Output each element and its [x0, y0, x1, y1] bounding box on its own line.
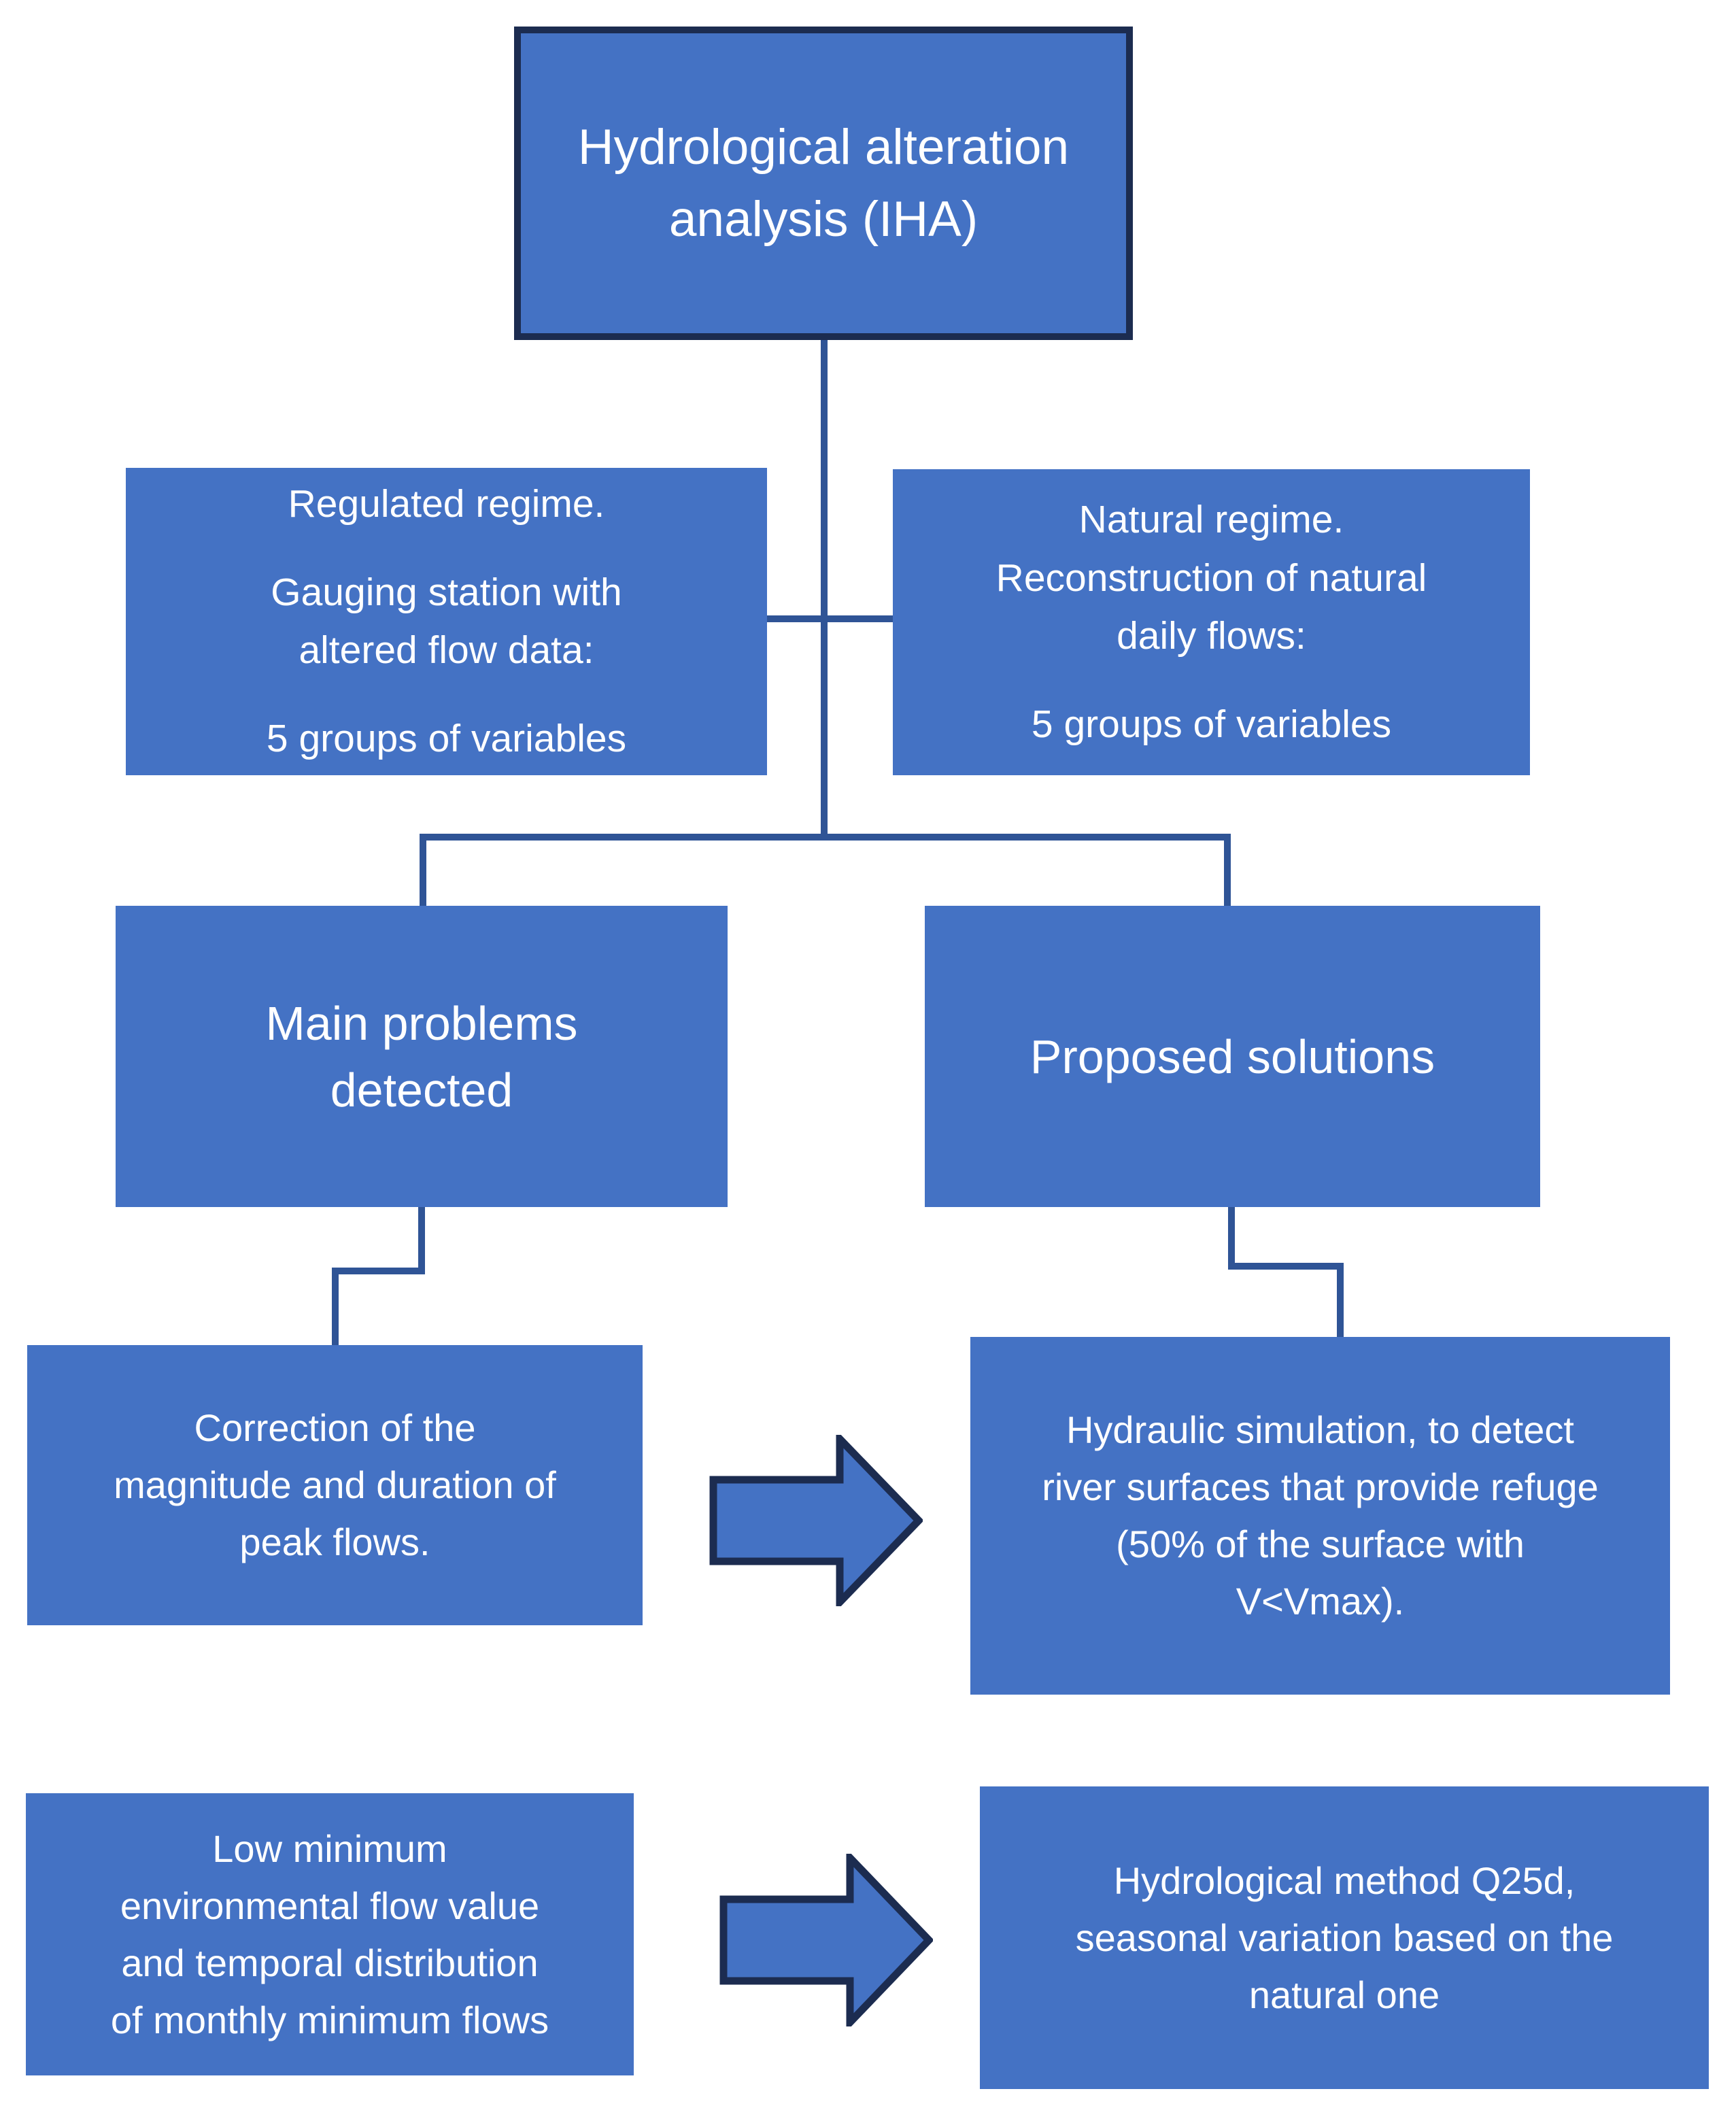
- arrow-right-icon: [709, 1435, 923, 1606]
- connector-branch-right-vertical: [1224, 834, 1231, 906]
- box-hydrological-analysis: Hydrological alteration analysis (IHA): [514, 27, 1133, 340]
- box-natural-regime: Natural regime. Reconstruction of natura…: [893, 469, 1530, 775]
- regulated-regime-p2: Gauging station with altered flow data:: [271, 570, 622, 673]
- box-hydraulic-simulation: Hydraulic simulation, to detect river su…: [970, 1337, 1670, 1695]
- box-main-problems: Main problems detected: [116, 906, 728, 1207]
- connector-branch-left-vertical: [420, 834, 426, 906]
- natural-regime-p1: Natural regime. Reconstruction of natura…: [995, 498, 1427, 658]
- box-hydrological-analysis-text: Hydrological alteration analysis (IHA): [577, 119, 1070, 247]
- arrow-right-icon: [719, 1854, 933, 2026]
- box-hydrological-method: Hydrological method Q25d, seasonal varia…: [980, 1786, 1709, 2089]
- main-problems-text: Main problems detected: [265, 996, 578, 1117]
- box-correction-peak-flows: Correction of the magnitude and duration…: [27, 1345, 643, 1625]
- correction-peak-flows-text: Correction of the magnitude and duration…: [114, 1406, 556, 1563]
- low-minimum-flow-text: Low minimum environmental flow value and…: [110, 1827, 549, 2041]
- hydraulic-simulation-text: Hydraulic simulation, to detect river su…: [1042, 1408, 1599, 1623]
- connector-elbow-left-horizontal: [332, 1268, 425, 1274]
- proposed-solutions-text: Proposed solutions: [1029, 1030, 1435, 1083]
- box-low-minimum-flow: Low minimum environmental flow value and…: [26, 1793, 634, 2075]
- regulated-regime-p3: 5 groups of variables: [266, 716, 627, 760]
- natural-regime-p2: 5 groups of variables: [1031, 702, 1392, 746]
- connector-branch-horizontal: [420, 834, 1231, 841]
- connector-elbow-right-horizontal: [1228, 1263, 1344, 1270]
- connector-proposed-down: [1228, 1207, 1235, 1268]
- box-proposed-solutions: Proposed solutions: [925, 906, 1540, 1207]
- connector-elbow-right-vertical: [1337, 1263, 1344, 1337]
- connector-elbow-left-vertical: [332, 1268, 339, 1345]
- box-regulated-regime: Regulated regime. Gauging station with a…: [126, 468, 767, 775]
- connector-main-problems-down: [418, 1207, 425, 1274]
- regulated-regime-p1: Regulated regime.: [288, 482, 605, 526]
- connector-inputs-horizontal: [767, 615, 893, 622]
- hydrological-method-text: Hydrological method Q25d, seasonal varia…: [1075, 1859, 1614, 2016]
- connector-root-vertical: [821, 340, 828, 837]
